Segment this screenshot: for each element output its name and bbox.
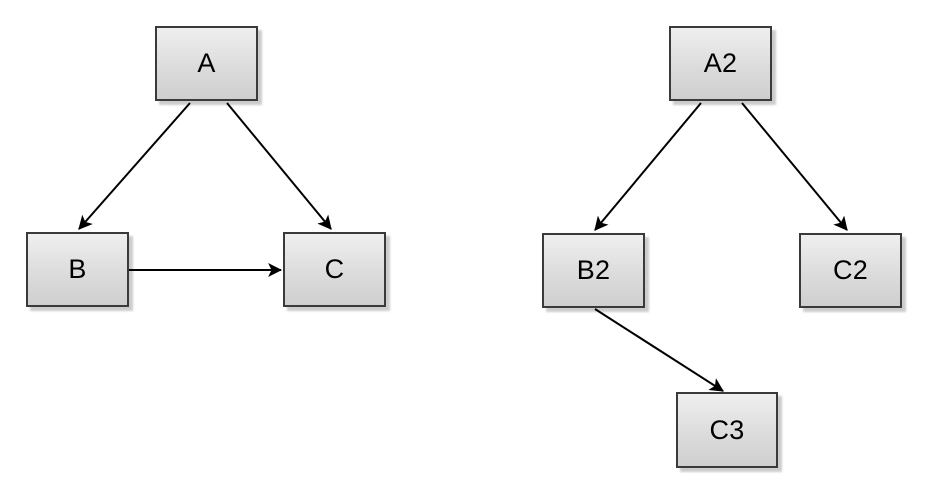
node-b[interactable]: B — [26, 232, 129, 307]
node-c3[interactable]: C3 — [676, 392, 778, 468]
node-c[interactable]: C — [283, 232, 386, 307]
node-label-c2: C2 — [832, 255, 869, 285]
node-label-c3: C3 — [709, 414, 745, 445]
edge-a-to-c — [226, 102, 332, 230]
edge-a-to-b — [78, 102, 191, 230]
node-label-a: A — [197, 48, 216, 78]
node-label-b: B — [68, 254, 87, 284]
node-b2[interactable]: B2 — [542, 233, 645, 308]
node-label-a2: A2 — [703, 48, 738, 78]
node-c2[interactable]: C2 — [799, 233, 902, 308]
node-label-c: C — [324, 254, 345, 284]
node-label-b2: B2 — [576, 255, 611, 285]
node-a2[interactable]: A2 — [669, 26, 772, 101]
edge-a2-to-c2 — [741, 102, 848, 231]
edge-a2-to-b2 — [594, 102, 702, 231]
node-a[interactable]: A — [155, 26, 258, 101]
edge-b2-to-c3 — [594, 308, 724, 392]
